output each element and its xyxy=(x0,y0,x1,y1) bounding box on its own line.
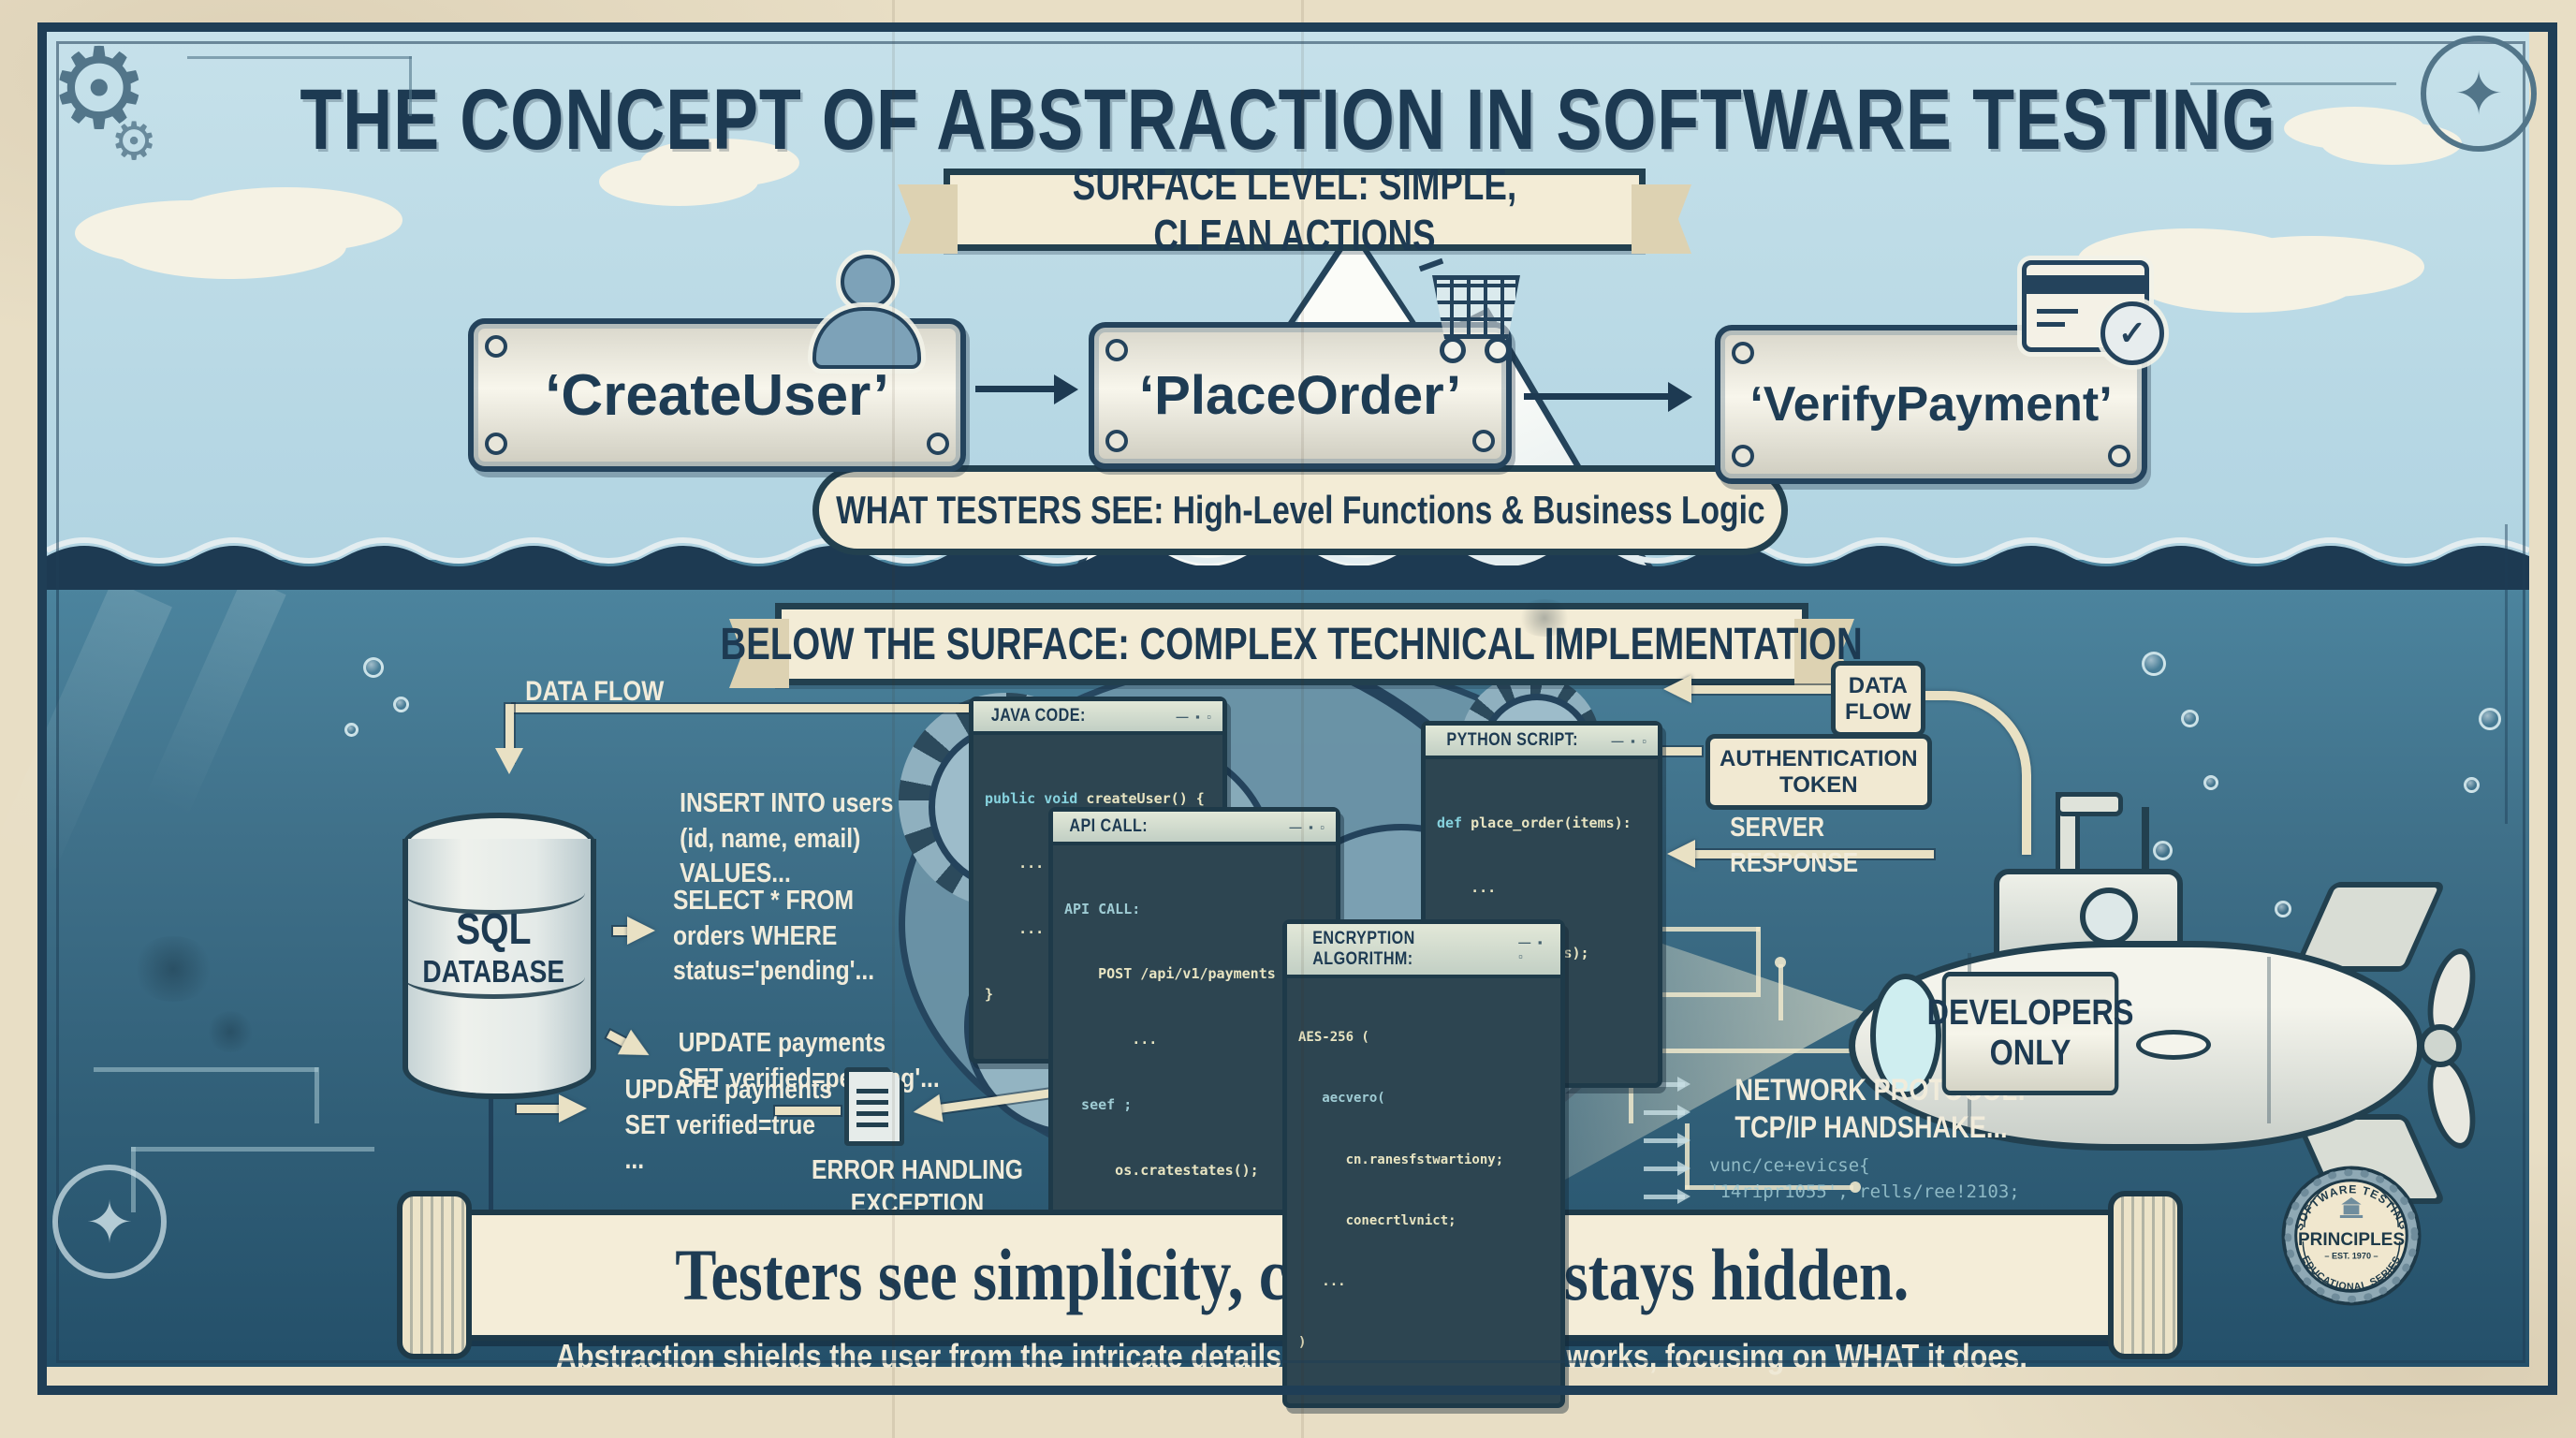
page-title: THE CONCEPT OF ABSTRACTION IN SOFTWARE T… xyxy=(300,72,2276,168)
periscope-head xyxy=(2056,792,2123,816)
place-order-plate: ‘PlaceOrder’ xyxy=(1089,322,1512,469)
arrow-db-select xyxy=(613,927,641,935)
auth-token-box: AUTHENTICATION TOKEN xyxy=(1705,734,1932,811)
surface-level-ribbon-text: SURFACE LEVEL: SIMPLE, CLEAN ACTIONS xyxy=(1072,160,1517,259)
window-controls-icon: — ▪ ▫ xyxy=(1176,709,1213,724)
courthouse-icon xyxy=(2339,1196,2364,1218)
sql-insert-note: INSERT INTO users (id, name, email) VALU… xyxy=(680,788,894,889)
submarine-vent xyxy=(2136,1030,2211,1060)
arrow-place-to-verify xyxy=(1524,382,1692,412)
sql-update-true-note: UPDATE payments SET verified=true ... xyxy=(624,1075,832,1176)
encryption-window-title: ENCRYPTION ALGORITHM: xyxy=(1312,929,1415,969)
developers-only-plate: DEVELOPERS ONLY xyxy=(1927,972,2133,1095)
error-handling-label: ERROR HANDLING EXCEPTION xyxy=(812,1155,1023,1220)
cloud xyxy=(2134,251,2359,313)
arrow-create-to-place xyxy=(975,374,1078,404)
cart-icon xyxy=(1418,257,1522,363)
porthole-icon xyxy=(2080,888,2138,946)
java-window-title: JAVA CODE: xyxy=(990,706,1086,726)
line-to-error-doc xyxy=(775,1107,841,1115)
data-flow-right-box: DATA FLOW xyxy=(1831,661,1925,738)
arrow-auth-left xyxy=(1646,747,1702,756)
scroll-left-roll xyxy=(397,1191,472,1359)
pipe-to-periscope xyxy=(1910,691,2031,855)
sql-select-note: SELECT * FROM orders WHERE status='pendi… xyxy=(672,886,875,987)
arrow-dataflow-left xyxy=(1677,685,1865,694)
testers-see-pill: WHAT TESTERS SEE: High-Level Functions &… xyxy=(812,465,1788,555)
db-leg-line xyxy=(489,1093,493,1225)
verify-payment-plate: ‘VerifyPayment’ xyxy=(1715,325,2147,484)
place-order-label: ‘PlaceOrder’ xyxy=(1139,365,1461,426)
antenna xyxy=(2142,807,2149,882)
python-window-title: PYTHON SCRIPT: xyxy=(1446,730,1578,750)
api-window-title: API CALL: xyxy=(1069,816,1149,836)
compass-icon: ✦ xyxy=(2421,36,2537,152)
propeller-hub xyxy=(2419,1024,2462,1067)
gear-icon: ⚙ xyxy=(49,26,150,152)
document-icon xyxy=(844,1067,904,1146)
create-user-label: ‘CreateUser’ xyxy=(545,362,889,428)
submarine-window xyxy=(1870,974,1941,1097)
window-controls-icon: — ▪ ▫ xyxy=(1611,733,1648,748)
arrow-update-true xyxy=(517,1105,573,1113)
db-label-database: DATABASE xyxy=(422,954,565,989)
badge-est-text: – EST. 1970 – xyxy=(2324,1251,2378,1260)
user-icon xyxy=(812,255,921,369)
below-surface-ribbon-text: BELOW THE SURFACE: COMPLEX TECHNICAL IMP… xyxy=(720,619,1864,669)
surface-level-ribbon: SURFACE LEVEL: SIMPLE, CLEAN ACTIONS xyxy=(944,160,1646,259)
badge-center-text: PRINCIPLES xyxy=(2298,1230,2405,1250)
cloud xyxy=(112,213,346,279)
scroll-right-roll xyxy=(2108,1191,2183,1359)
data-flow-left-label: DATA FLOW xyxy=(525,676,665,707)
check-icon: ✓ xyxy=(2100,301,2164,365)
sql-update-pending-note: UPDATE payments SET verified=pending'... xyxy=(678,1028,940,1093)
testers-see-text: WHAT TESTERS SEE: High-Level Functions &… xyxy=(835,488,1765,532)
verify-payment-label: ‘VerifyPayment’ xyxy=(1749,377,2113,432)
principles-badge: SOFTWARE TESTING PRINCIPLES – EST. 1970 … xyxy=(2281,1166,2422,1306)
below-surface-ribbon: BELOW THE SURFACE: COMPLEX TECHNICAL IMP… xyxy=(721,603,1863,685)
encryption-algorithm-window: ENCRYPTION ALGORITHM:— ▪ ▫ AES-256 ( aec… xyxy=(1282,919,1565,1408)
card-check-icon: ✓ xyxy=(2022,260,2164,373)
sql-database: SQL DATABASE xyxy=(402,813,596,1099)
window-controls-icon: — ▪ ▫ xyxy=(1289,819,1326,834)
compass-icon: ✦ xyxy=(52,1165,167,1279)
arrow-server-response xyxy=(1681,850,1934,858)
data-flow-arrow-down xyxy=(495,704,523,774)
data-flow-pipe xyxy=(513,704,1035,712)
gear-icon: ⚙ xyxy=(110,111,158,170)
cloud xyxy=(599,157,758,206)
server-response-label: SERVER RESPONSE xyxy=(1730,813,1859,878)
window-controls-icon: — ▪ ▫ xyxy=(1518,935,1544,963)
db-label-sql: SQL xyxy=(456,904,532,953)
